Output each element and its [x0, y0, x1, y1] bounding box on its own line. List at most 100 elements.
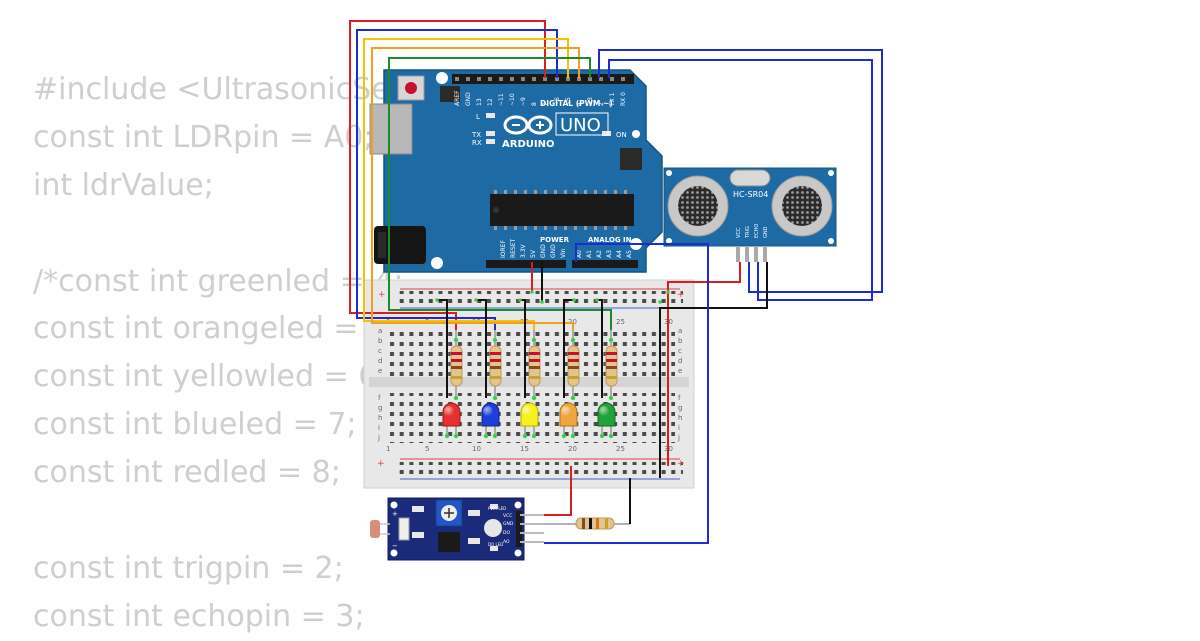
sensor-pin-label: TRIG — [745, 226, 751, 239]
row-letter: g — [378, 404, 382, 412]
row-letter: b — [378, 337, 383, 345]
l-led — [486, 113, 495, 118]
resistor — [567, 330, 580, 398]
power-pin-label: GND — [550, 244, 557, 258]
on-label: ON — [616, 131, 627, 139]
wire-orange — [371, 47, 580, 330]
wire-echo — [608, 59, 873, 301]
col-number: 15 — [520, 445, 529, 453]
power-pin-label: Vin — [560, 248, 567, 258]
led-red — [442, 402, 461, 438]
pin-label: 13 — [476, 98, 483, 106]
row-letter: h — [378, 414, 382, 422]
led-label: L — [476, 113, 480, 121]
analog-label: ANALOG IN — [588, 236, 632, 244]
wire-a0 — [544, 243, 709, 544]
led-yellow — [520, 402, 539, 438]
analog-pin-label: A3 — [606, 250, 613, 258]
hc-sr04-sensor: HC-SR04 VCC TRIG ECHO GND — [663, 167, 837, 262]
row-letter: i — [378, 424, 380, 432]
row-letter: f — [378, 394, 381, 402]
power-header — [486, 260, 566, 268]
row-letter: f — [678, 394, 681, 402]
row-letter: j — [677, 434, 680, 442]
row-letter: a — [678, 327, 682, 335]
pin-label: 12 — [487, 98, 494, 106]
power-label: POWER — [540, 236, 570, 244]
wires — [349, 20, 883, 544]
analog-pin-label: A2 — [596, 250, 603, 258]
power-pin-label: IOREF — [500, 240, 507, 258]
arduino-brand: ARDUINO — [502, 139, 554, 150]
led-array — [442, 330, 618, 439]
ldr-side-mark: − — [392, 542, 398, 550]
row-letter: g — [678, 404, 682, 412]
on-led — [602, 131, 611, 136]
ldr-pin-label: VCC — [503, 513, 512, 519]
pin-label: GND — [465, 92, 472, 106]
analog-pin-label: A0 — [576, 250, 583, 258]
wire-sensor-gnd — [659, 262, 768, 478]
code-line: const int LDRpin = A0; — [33, 119, 374, 155]
led-orange — [559, 402, 578, 438]
sensor-pin-label: ECHO — [754, 224, 760, 238]
power-pin-label: 5V — [530, 249, 537, 258]
led-label: TX — [471, 131, 481, 139]
rail-plus-top: + — [378, 290, 386, 300]
ldr-module: + − PWR LED DO LED VCC GND DO AO — [370, 497, 544, 561]
atmega-chip — [490, 194, 634, 226]
comparator-chip — [438, 532, 460, 552]
ldr-side-mark: + — [392, 510, 398, 518]
row-letter: a — [378, 327, 382, 335]
pin-label: RX 0 — [620, 92, 627, 106]
row-letter: j — [377, 434, 380, 442]
col-number: 25 — [616, 445, 625, 453]
digital-label: DIGITAL (PWM ~) — [540, 99, 613, 108]
pulldown-resistor — [544, 517, 630, 530]
rx-led — [486, 139, 495, 144]
arduino-uno-board: AREF GND 13 12 ~11 ~10 ~9 8 7 ~6 ~5 4 ~3… — [369, 69, 663, 273]
wire-green — [388, 57, 612, 330]
tx-led — [486, 131, 495, 136]
power-pin-label: RESET — [510, 238, 517, 258]
analog-pin-label: A5 — [626, 250, 633, 258]
wire-sensor-vcc — [667, 262, 741, 466]
analog-pin-label: A1 — [586, 250, 593, 258]
wire-ldr-vcc — [544, 466, 572, 516]
code-line: const int redled = 8; — [33, 455, 341, 491]
pin-label: ~10 — [509, 93, 516, 106]
rail-plus-bottom-right: + — [677, 459, 685, 469]
code-line: int ldrValue; — [33, 167, 214, 203]
ldr-pin-label: DO — [503, 530, 510, 536]
col-number: 20 — [568, 445, 577, 453]
sensor-pin-label: GND — [763, 226, 769, 238]
usb-port — [369, 103, 413, 155]
pin-label: ~5 — [565, 97, 572, 106]
col-number: 25 — [616, 318, 625, 326]
pin-label: 8 — [531, 102, 538, 106]
row-letter: i — [678, 424, 680, 432]
pin-label: 7 — [542, 102, 549, 106]
reset-button-cap — [405, 82, 417, 94]
power-pin-label: GND — [540, 244, 547, 258]
wire-led-gnd — [437, 299, 448, 398]
row-letter: c — [378, 347, 382, 355]
row-letter: d — [378, 357, 382, 365]
sensor-model: HC-SR04 — [733, 190, 768, 199]
pin-label: ~11 — [498, 93, 505, 106]
uno-logo-text: UNO — [560, 115, 601, 136]
col-number: 10 — [472, 445, 481, 453]
rail-plus-bottom: + — [377, 459, 385, 469]
col-number: 5 — [425, 445, 429, 453]
pin-label: ~3 — [587, 97, 594, 106]
row-letter: c — [678, 347, 682, 355]
pin-label: 4 — [576, 102, 583, 106]
analog-header — [572, 260, 638, 268]
col-number: 1 — [386, 445, 390, 453]
pwr-led-label: PWR LED — [488, 506, 506, 511]
power-pin-label: 3.3V — [520, 243, 527, 258]
photoresistor — [370, 520, 380, 538]
power-jack — [374, 226, 426, 264]
led-blue — [481, 402, 500, 438]
